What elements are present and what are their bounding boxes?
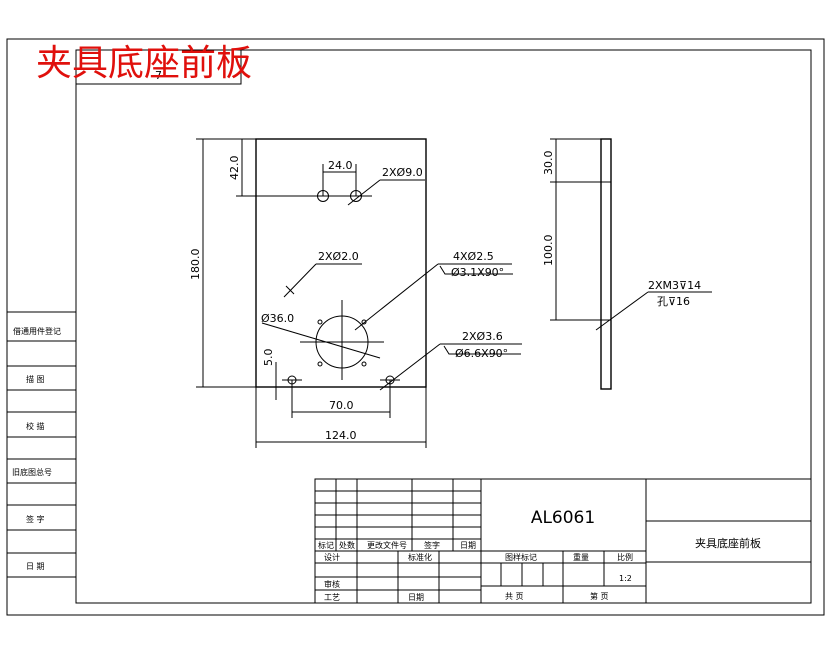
dim-124: 124.0 bbox=[325, 429, 357, 442]
dim-holes-d: 2XØ3.6 bbox=[462, 330, 503, 343]
tb-stage-mark: 图样标记 bbox=[505, 552, 537, 562]
title-block: 标记 处数 更改文件号 签字 日期 设计 标准化 审核 工艺 日期 AL6061… bbox=[314, 478, 812, 604]
side-cell-date: 日 期 bbox=[26, 562, 45, 571]
side-cell-sign: 签 字 bbox=[26, 514, 45, 524]
side-view: 30.0 100.0 2XM3⊽14 孔⊽16 bbox=[542, 138, 712, 390]
tb-sheet-no: 第 页 bbox=[590, 591, 609, 601]
dim-100: 100.0 bbox=[542, 235, 555, 267]
side-cell-register: 借通用件登记 bbox=[13, 326, 61, 336]
hole-top-left bbox=[317, 190, 329, 202]
side-plate bbox=[600, 138, 612, 390]
dim-42: 42.0 bbox=[228, 156, 241, 181]
tb-sign: 签字 bbox=[424, 540, 440, 550]
tb-mark: 标记 bbox=[318, 540, 334, 550]
side-cell-check: 校 描 bbox=[26, 421, 45, 431]
tb-scale-value: 1:2 bbox=[619, 574, 632, 583]
side-panel: 借通用件登记 描 图 校 描 旧底图总号 签 字 日 期 bbox=[7, 311, 76, 578]
tb-weight: 重量 bbox=[573, 552, 589, 562]
dim-5: 5.0 bbox=[262, 349, 275, 367]
outer-frame bbox=[6, 38, 825, 616]
tb-change-doc: 更改文件号 bbox=[367, 540, 407, 550]
plate-outline bbox=[255, 138, 427, 388]
dim-holes-b: 2XØ2.0 bbox=[318, 250, 359, 263]
side-cell-trace: 描 图 bbox=[26, 374, 45, 384]
tb-scale: 比例 bbox=[617, 552, 633, 562]
drawing-title: 夹具底座前板 bbox=[36, 43, 252, 84]
dim-30: 30.0 bbox=[542, 151, 555, 176]
dim-70: 70.0 bbox=[329, 399, 354, 412]
hole-top-right bbox=[350, 190, 362, 202]
tb-part-name: 夹具底座前板 bbox=[695, 536, 761, 550]
side-cell-old-number: 旧底图总号 bbox=[12, 467, 52, 477]
dim-holes-d2: Ø6.6X90° bbox=[455, 347, 508, 360]
tb-count: 处数 bbox=[339, 540, 355, 550]
dim-holes-a: 2XØ9.0 bbox=[382, 166, 423, 179]
tb-date: 日期 bbox=[460, 541, 476, 550]
tb-material: AL6061 bbox=[531, 508, 595, 528]
tb-review: 审核 bbox=[324, 579, 340, 589]
corner-box bbox=[75, 49, 242, 85]
dim-holes-c: 4XØ2.5 bbox=[453, 250, 494, 263]
tb-date2: 日期 bbox=[408, 593, 424, 602]
front-view: 42.0 24.0 2XØ9.0 180.0 2XØ2.0 bbox=[189, 138, 522, 448]
dim-thread2: 孔⊽16 bbox=[657, 295, 690, 308]
dim-holes-c2: Ø3.1X90° bbox=[451, 266, 504, 279]
dim-24: 24.0 bbox=[328, 159, 353, 172]
tb-process: 工艺 bbox=[324, 593, 340, 602]
inner-frame bbox=[75, 49, 812, 604]
tb-design: 设计 bbox=[324, 552, 340, 562]
dim-thread: 2XM3⊽14 bbox=[648, 279, 701, 292]
corner-box-text: 7 bbox=[155, 69, 162, 82]
tb-standard: 标准化 bbox=[408, 552, 432, 562]
dim-180: 180.0 bbox=[189, 249, 202, 281]
tb-sheets-total: 共 页 bbox=[505, 592, 524, 601]
dim-36: Ø36.0 bbox=[261, 312, 294, 325]
